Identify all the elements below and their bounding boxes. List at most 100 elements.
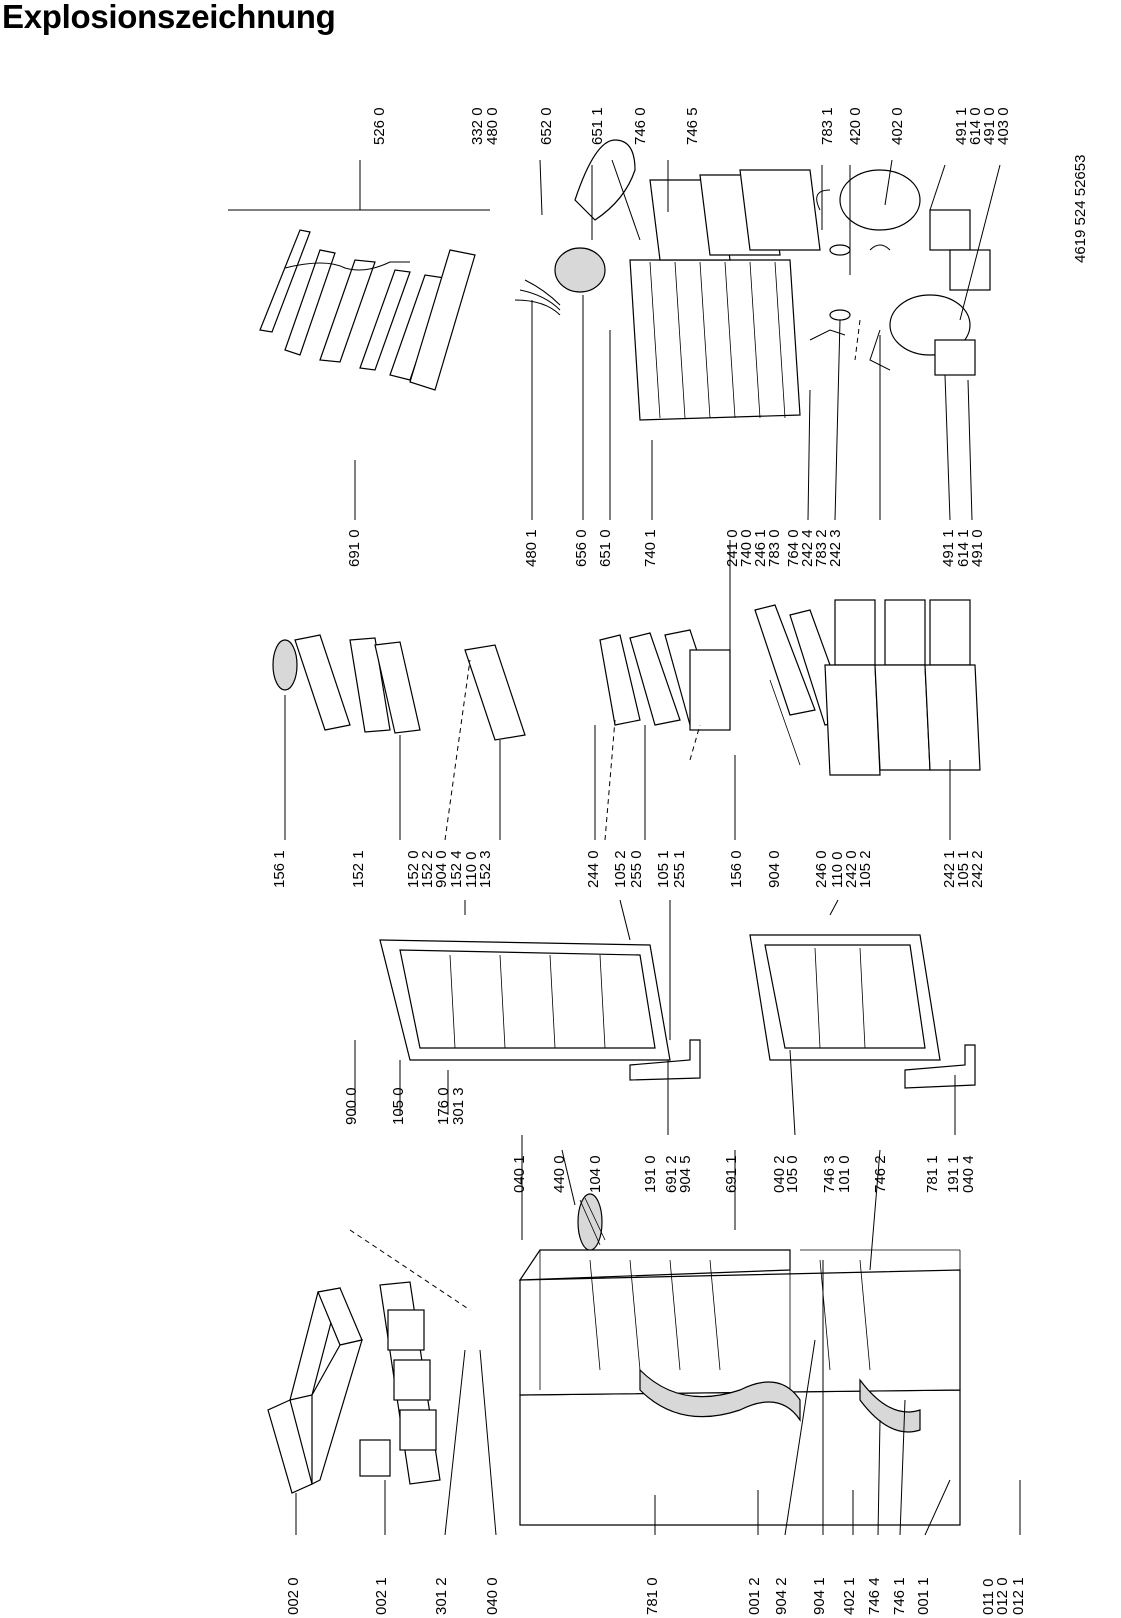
dashed-leader-lines (349, 319, 861, 1311)
evaporator-plate-part (577, 1193, 606, 1251)
power-cable-part (284, 261, 410, 271)
part-number-label: 301 3 (450, 1087, 467, 1125)
part-labels: 002 0 002 1 301 2 040 0 781 0 001 2 904 2 904 1… (271, 107, 1027, 1615)
part-number-label: 904 5 (677, 1155, 694, 1193)
lower-door-part (749, 934, 976, 1089)
part-number-label: 105 2 (612, 850, 629, 888)
document-number: 4619 524 52653 (1072, 155, 1089, 263)
part-number-label: 651 1 (589, 107, 606, 145)
part-number-label: 255 0 (628, 850, 645, 888)
part-number-label: 656 0 (573, 529, 590, 567)
part-number-label: 152 4 (448, 850, 465, 888)
part-number-label: 480 1 (523, 529, 540, 567)
part-number-label: 904 2 (773, 1577, 790, 1615)
part-number-label: 246 0 (813, 850, 830, 888)
page-title: Explosionszeichnung (2, 0, 336, 35)
part-number-label: 402 1 (841, 1577, 858, 1615)
part-number-label: 101 0 (836, 1155, 853, 1193)
part-number-label: 691 2 (663, 1155, 680, 1193)
part-number-label: 040 0 (484, 1577, 501, 1615)
part-number-label: 152 3 (477, 850, 494, 888)
part-number-label: 176 0 (435, 1087, 452, 1125)
part-number-label: 002 1 (373, 1577, 390, 1615)
part-number-label: 104 0 (587, 1155, 604, 1193)
part-number-label: 526 0 (371, 107, 388, 145)
part-number-label: 012 0 (994, 1577, 1011, 1615)
part-number-label: 764 0 (785, 529, 802, 567)
part-number-label: 651 0 (597, 529, 614, 567)
part-number-label: 691 1 (723, 1155, 740, 1193)
part-number-label: 105 1 (955, 850, 972, 888)
control-panel-part (259, 229, 476, 391)
door-shelves-part (272, 634, 526, 741)
freezer-drawers-part (754, 599, 981, 776)
part-number-label: 491 1 (940, 529, 957, 567)
part-number-label: 246 1 (752, 529, 769, 567)
part-number-label: 420 0 (847, 107, 864, 145)
part-number-label: 614 1 (955, 529, 972, 567)
part-number-label: 152 1 (350, 850, 367, 888)
part-number-label: 110 0 (463, 852, 480, 888)
part-number-label: 040 4 (960, 1155, 977, 1193)
part-number-label: 241 0 (724, 529, 741, 567)
top-cover-part (267, 1287, 363, 1494)
part-number-label: 011 0 (980, 1579, 997, 1615)
part-number-label: 105 1 (655, 850, 672, 888)
glass-shelves-part (599, 629, 731, 731)
part-number-label: 242 4 (799, 529, 816, 567)
part-number-label: 191 1 (945, 1155, 962, 1193)
part-number-label: 746 3 (821, 1155, 838, 1193)
condenser-grid-part (629, 169, 821, 421)
part-number-label: 255 1 (671, 850, 688, 888)
part-number-label: 242 0 (843, 850, 860, 888)
part-number-label: 152 0 (405, 850, 422, 888)
part-number-label: 242 2 (969, 850, 986, 888)
part-number-label: 491 0 (969, 529, 986, 567)
part-number-label: 105 0 (784, 1155, 801, 1193)
part-number-label: 491 0 (981, 107, 998, 145)
part-number-label: 900 0 (343, 1087, 360, 1125)
part-number-label: 301 2 (433, 1577, 450, 1615)
part-number-label: 105 2 (857, 850, 874, 888)
top-frame-part (359, 1281, 441, 1485)
part-number-label: 332 0 (469, 107, 486, 145)
part-number-label: 740 0 (738, 529, 755, 567)
part-number-label: 746 0 (632, 107, 649, 145)
cabinet-body-part (518, 1249, 961, 1526)
part-number-label: 001 1 (915, 1577, 932, 1615)
part-number-label: 156 0 (728, 850, 745, 888)
compressor-part (816, 169, 991, 376)
part-number-label: 480 0 (484, 107, 501, 145)
part-number-label: 904 0 (433, 850, 450, 888)
part-number-label: 242 1 (941, 850, 958, 888)
part-number-label: 783 0 (766, 529, 783, 567)
part-number-label: 244 0 (585, 850, 602, 888)
part-number-label: 242 3 (827, 529, 844, 567)
part-number-label: 002 0 (285, 1577, 302, 1615)
part-number-label: 110 0 (829, 852, 846, 888)
part-number-label: 691 0 (346, 529, 363, 567)
part-number-label: 491 1 (953, 107, 970, 145)
part-number-label: 040 2 (771, 1155, 788, 1193)
part-number-label: 652 0 (538, 107, 555, 145)
part-number-label: 614 0 (967, 107, 984, 145)
part-number-label: 012 1 (1010, 1577, 1027, 1615)
part-number-label: 740 1 (642, 529, 659, 567)
part-number-label: 001 2 (746, 1577, 763, 1615)
part-number-label: 781 1 (924, 1155, 941, 1193)
part-number-label: 904 1 (811, 1577, 828, 1615)
wiring-harness-part (514, 139, 636, 316)
part-number-label: 105 0 (390, 1087, 407, 1125)
part-number-label: 781 0 (644, 1577, 661, 1615)
part-number-label: 152 2 (419, 850, 436, 888)
part-number-label: 746 1 (891, 1577, 908, 1615)
part-number-label: 746 2 (872, 1155, 889, 1193)
leader-lines (228, 159, 1021, 1536)
part-number-label: 440 0 (551, 1155, 568, 1193)
part-number-label: 746 4 (866, 1577, 883, 1615)
part-number-label: 040 1 (511, 1155, 528, 1193)
part-number-label: 403 0 (995, 107, 1012, 145)
part-number-label: 402 0 (889, 107, 906, 145)
part-number-label: 156 1 (271, 850, 288, 888)
